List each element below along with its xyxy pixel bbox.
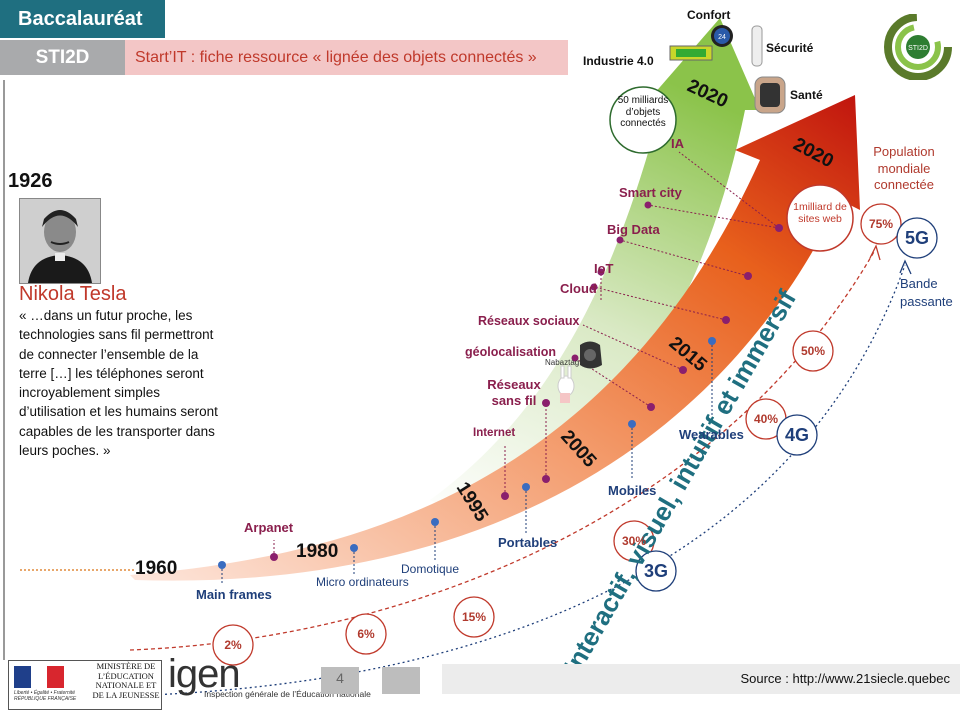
- republique-francaise-text: Liberté • Égalité • Fraternité RÉPUBLIQU…: [14, 690, 77, 702]
- dot-portables: [522, 483, 530, 491]
- label-main-frames: Main frames: [196, 587, 272, 602]
- year-1926: 1926: [8, 170, 53, 192]
- fiche-title: Start’IT : fiche ressource « lignée des …: [125, 40, 568, 75]
- dot-reseaux-sociaux: [679, 366, 687, 374]
- pct-75: 75%: [868, 217, 894, 231]
- pct-40: 40%: [753, 412, 779, 426]
- year-1960: 1960: [135, 558, 177, 579]
- page-number: 4: [336, 670, 344, 686]
- label-securite: Sécurité: [766, 41, 814, 55]
- bandwidth-curve: [149, 264, 906, 696]
- net-5g: 5G: [904, 228, 929, 248]
- label-wearables: Wearables: [679, 427, 744, 442]
- net-circle-3g: [635, 550, 677, 592]
- label-micro-ordinateurs: Micro ordinateurs: [316, 575, 409, 589]
- label-iot: IoT: [594, 261, 614, 276]
- label-internet: Internet: [473, 427, 516, 439]
- wifi-signal-icon: [560, 393, 570, 403]
- dot-arpanet: [270, 553, 278, 561]
- bubble-1-milliard-text: 1milliard de sites web: [793, 201, 847, 225]
- label-population-connectee: Population mondiale connectée: [873, 144, 935, 192]
- smartwatch-icon: [754, 76, 786, 114]
- label-confort: Confort: [687, 8, 731, 22]
- dot-sans-fil: [542, 475, 550, 483]
- bubble-50-milliards: [609, 86, 677, 154]
- source-bar: [442, 664, 960, 694]
- pct-15: 15%: [461, 610, 487, 624]
- dot-domotique: [431, 518, 439, 526]
- label-smart-city: Smart city: [619, 185, 682, 200]
- label-cloud: Cloud: [560, 281, 597, 296]
- label-bande-passante: Bande passante: [900, 276, 953, 309]
- pct-circle-15: [453, 596, 495, 638]
- label-portables: Portables: [498, 535, 558, 550]
- page-nav-box: [382, 667, 420, 694]
- net-circle-4g: [776, 414, 818, 456]
- pct-circle-6: [345, 613, 387, 655]
- bubble-50-milliards-text: 50 milliards d’objets connectés: [617, 95, 669, 129]
- year-1980: 1980: [296, 541, 338, 562]
- dot-internet: [501, 492, 509, 500]
- dot-main-frames: [218, 561, 226, 569]
- pct-circle-2: [212, 624, 254, 666]
- net-3g: 3G: [643, 561, 668, 581]
- source-text: Source : http://www.21siecle.quebec: [740, 671, 950, 686]
- pct-50: 50%: [800, 344, 826, 358]
- security-camera-icon: [751, 25, 763, 67]
- tesla-quote: « …dans un futur proche, les technologie…: [19, 308, 218, 459]
- dot-geoloc: [647, 403, 655, 411]
- bubble-1-milliard: [786, 184, 854, 252]
- pct-circle-75: [860, 203, 902, 245]
- sti2d-logo-icon: STI2D: [884, 14, 952, 80]
- pct-30: 30%: [621, 534, 647, 548]
- dot-cloud: [722, 316, 730, 324]
- label-nabaztag: Nabaztag: [545, 358, 580, 367]
- label-geolocalisation: géolocalisation: [465, 345, 556, 359]
- net-4g: 4G: [784, 425, 809, 445]
- label-ia: IA: [671, 136, 684, 151]
- label-industrie: Industrie 4.0: [583, 54, 654, 68]
- dot-micro: [350, 544, 358, 552]
- label-mobiles: Mobiles: [608, 483, 657, 498]
- dot-mobiles: [628, 420, 636, 428]
- label-domotique: Domotique: [401, 562, 460, 576]
- pct-circle-30: [613, 520, 655, 562]
- label-sante: Santé: [790, 88, 823, 102]
- ministere-text: MINISTÈRE DE L’ÉDUCATION NATIONALE ET DE…: [92, 661, 160, 700]
- industrie-device-icon: [669, 45, 713, 61]
- sti2d-label: STI2D: [0, 40, 125, 75]
- label-big-data: Big Data: [607, 222, 660, 237]
- thermostat-value: 24: [718, 34, 726, 41]
- tesla-name: Nikola Tesla: [19, 283, 127, 305]
- dot-bigdata: [744, 272, 752, 280]
- igen-subtitle: Inspection générale de l’Éducation natio…: [204, 689, 371, 699]
- label-arpanet: Arpanet: [244, 520, 294, 535]
- label-reseaux-sans-fil: Réseaux sans fil: [487, 377, 541, 408]
- fitbit-icon: [580, 341, 602, 369]
- sti2d-logo-text: STI2D: [908, 45, 928, 52]
- pct-2: 2%: [224, 638, 242, 652]
- dot-wearables: [708, 337, 716, 345]
- net-circle-5g: [896, 217, 938, 259]
- label-reseaux-sociaux: Réseaux sociaux: [478, 314, 580, 328]
- pct-circle-50: [792, 330, 834, 372]
- marianne-flag-icon: [14, 666, 64, 688]
- green-arrow: [430, 18, 760, 520]
- thermostat-icon: 24: [711, 25, 733, 47]
- dot-ia: [775, 224, 783, 232]
- igen-logo: igen: [168, 652, 241, 696]
- left-divider: [3, 80, 5, 660]
- page-number-box: [321, 667, 359, 694]
- pct-6: 6%: [357, 627, 375, 641]
- baccalaureat-header: Baccalauréat: [0, 0, 165, 38]
- tesla-portrait-icon: [19, 198, 101, 284]
